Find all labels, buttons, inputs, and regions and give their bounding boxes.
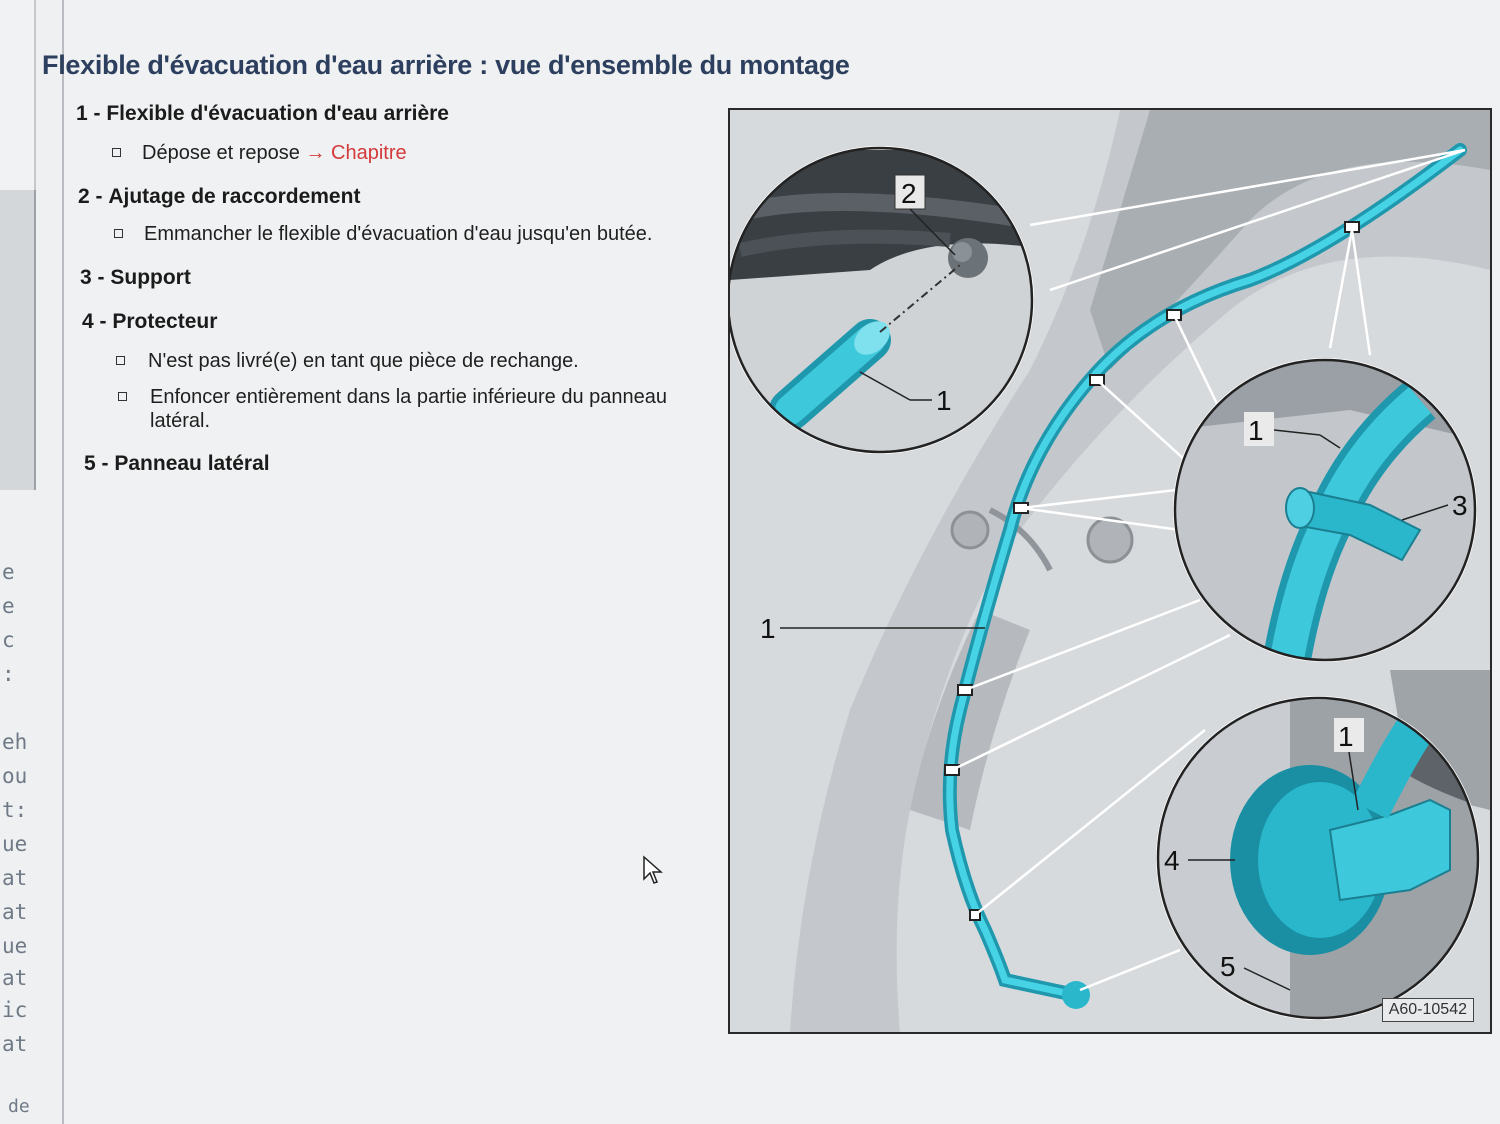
item-label: Panneau latéral	[114, 452, 270, 475]
bullet-icon	[112, 148, 121, 157]
gutter-text: ou	[2, 764, 28, 788]
callout-1: 1	[1338, 721, 1354, 752]
callout-5: 5	[1220, 951, 1236, 982]
illustration-svg: 2 1 1 3	[730, 110, 1490, 1032]
gutter-text: t:	[2, 798, 28, 822]
side-panel: e e c : eh ou t: ue at at ue at ic at de	[0, 0, 64, 1124]
chapter-link[interactable]: → Chapitre	[305, 142, 407, 164]
callout-1: 1	[1248, 415, 1264, 446]
gutter-text: at	[2, 966, 28, 990]
sub-item: Enfoncer entièrement dans la partie infé…	[150, 385, 710, 433]
item-number: 4 -	[82, 310, 107, 333]
gutter-text: eh	[2, 730, 28, 754]
gutter-text: c	[2, 628, 15, 652]
detail-view-nozzle: 2 1	[730, 146, 1034, 454]
gutter-text: ue	[2, 934, 28, 958]
sub-item: Emmancher le flexible d'évacuation d'eau…	[144, 222, 652, 246]
detail-view-support: 1 3	[1173, 358, 1477, 662]
item-label: Flexible d'évacuation d'eau arrière	[106, 102, 449, 125]
sub-item-text: Emmancher le flexible d'évacuation d'eau…	[144, 223, 653, 245]
assembly-illustration: 2 1 1 3	[728, 108, 1492, 1034]
mouse-cursor-icon	[643, 855, 663, 884]
bullet-icon	[118, 392, 127, 401]
bullet-icon	[116, 356, 125, 365]
callout-2: 2	[901, 178, 917, 209]
list-item-5: 5 - Panneau latéral	[84, 452, 270, 476]
sub-item-text: Dépose et repose	[142, 142, 300, 164]
item-number: 3 -	[80, 266, 105, 289]
leader-lines	[951, 148, 1466, 992]
page-title: Flexible d'évacuation d'eau arrière : vu…	[42, 50, 850, 80]
gutter-text: e	[2, 560, 15, 584]
item-label: Ajutage de raccordement	[108, 185, 361, 208]
gutter-text: ic	[2, 998, 28, 1022]
callout-1: 1	[936, 385, 952, 416]
sub-item-text: Enfoncer entièrement dans la partie infé…	[150, 386, 668, 432]
gutter-text: at	[2, 866, 28, 890]
item-label: Protecteur	[112, 310, 218, 333]
gutter-text: at	[2, 1032, 28, 1056]
item-number: 5 -	[84, 452, 109, 475]
item-number: 1 -	[76, 102, 101, 125]
callout-4: 4	[1164, 845, 1180, 876]
callout-3: 3	[1452, 490, 1468, 521]
gutter-text: e	[2, 594, 15, 618]
bullet-icon	[114, 229, 123, 238]
sub-item: N'est pas livré(e) en tant que pièce de …	[148, 349, 579, 373]
item-label: Support	[110, 266, 191, 289]
figure-reference: A60-10542	[1381, 998, 1474, 1022]
gutter-text: at	[2, 900, 28, 924]
gutter-text: de	[8, 1096, 30, 1117]
item-number: 2 -	[78, 185, 103, 208]
sub-item: Dépose et repose → Chapitre	[142, 141, 407, 165]
gutter-text: ue	[2, 832, 28, 856]
callout-1: 1	[760, 613, 776, 644]
sub-item-text: N'est pas livré(e) en tant que pièce de …	[148, 350, 579, 372]
list-item-4: 4 - Protecteur	[82, 310, 217, 334]
gutter-text: :	[2, 662, 15, 686]
side-panel-header	[0, 0, 36, 190]
list-item-2: 2 - Ajutage de raccordement	[78, 185, 360, 209]
side-panel-scrollbar[interactable]	[0, 190, 36, 490]
list-item-3: 3 - Support	[80, 266, 191, 290]
list-item-1: 1 - Flexible d'évacuation d'eau arrière	[76, 102, 449, 126]
